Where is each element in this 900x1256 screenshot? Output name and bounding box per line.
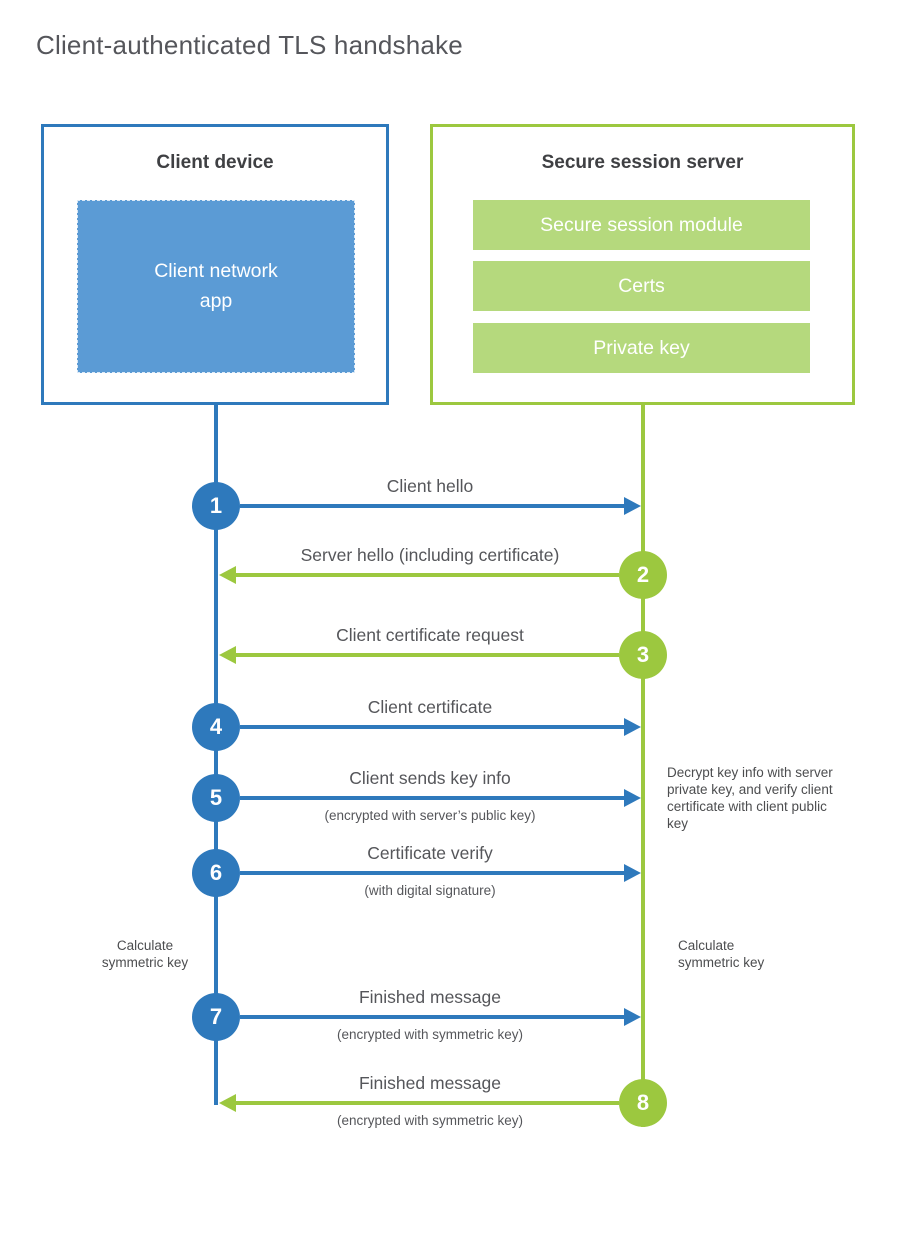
message-label: Client sends key info	[349, 768, 511, 788]
secure-session-server-box: Secure session server Secure session mod…	[430, 124, 855, 405]
arrow-head-icon	[624, 497, 641, 515]
message-sublabel: (encrypted with server’s public key)	[324, 808, 536, 823]
client-calc-symmetric-key-note: Calculate symmetric key	[101, 938, 189, 970]
message-sublabel: (encrypted with symmetric key)	[336, 1113, 524, 1128]
client-device-heading: Client device	[156, 152, 274, 173]
arrow-head-icon	[624, 789, 641, 807]
message-arrow-line	[240, 1015, 624, 1019]
client-network-app-label: Client network app	[154, 260, 278, 312]
secure-session-server-heading: Secure session server	[541, 152, 744, 173]
message-arrow-line	[235, 573, 619, 577]
step-number-badge: 6	[192, 849, 240, 897]
client-lifeline	[214, 405, 218, 1105]
message-arrow-line	[240, 504, 624, 508]
step-number-badge: 5	[192, 774, 240, 822]
message-label: Client certificate request	[336, 625, 524, 645]
server-module-private-key: Private key	[473, 323, 810, 373]
server-module-secure-session: Secure session module	[473, 200, 810, 250]
step-number-badge: 3	[619, 631, 667, 679]
message-sublabel: (encrypted with symmetric key)	[336, 1027, 524, 1042]
message-arrow-line	[235, 1101, 619, 1105]
arrow-head-icon	[219, 646, 236, 664]
message-sublabel: (with digital signature)	[364, 883, 496, 898]
message-arrow-line	[240, 796, 624, 800]
step-number-badge: 8	[619, 1079, 667, 1127]
step-number-badge: 2	[619, 551, 667, 599]
message-label: Finished message	[358, 987, 502, 1007]
server-lifeline	[641, 405, 645, 1127]
arrow-head-icon	[219, 1094, 236, 1112]
message-label: Client hello	[386, 476, 474, 496]
server-module-certs: Certs	[473, 261, 810, 311]
message-label: Server hello (including certificate)	[300, 545, 560, 565]
arrow-head-icon	[219, 566, 236, 584]
message-label: Finished message	[358, 1073, 502, 1093]
page-title: Client-authenticated TLS handshake	[36, 30, 463, 60]
arrow-head-icon	[624, 864, 641, 882]
message-arrow-line	[240, 725, 624, 729]
message-label: Certificate verify	[367, 843, 493, 863]
client-device-box: Client device Client network app	[41, 124, 389, 405]
message-arrow-line	[240, 871, 624, 875]
step-number-badge: 1	[192, 482, 240, 530]
arrow-head-icon	[624, 1008, 641, 1026]
message-arrow-line	[235, 653, 619, 657]
message-label: Client certificate	[367, 697, 493, 717]
server-calc-symmetric-key-note: Calculate symmetric key	[678, 938, 765, 970]
arrow-head-icon	[624, 718, 641, 736]
step-number-badge: 4	[192, 703, 240, 751]
server-decrypt-note: Decrypt key info with server private key…	[667, 765, 833, 831]
client-network-app-box: Client network app	[77, 200, 355, 373]
step-number-badge: 7	[192, 993, 240, 1041]
